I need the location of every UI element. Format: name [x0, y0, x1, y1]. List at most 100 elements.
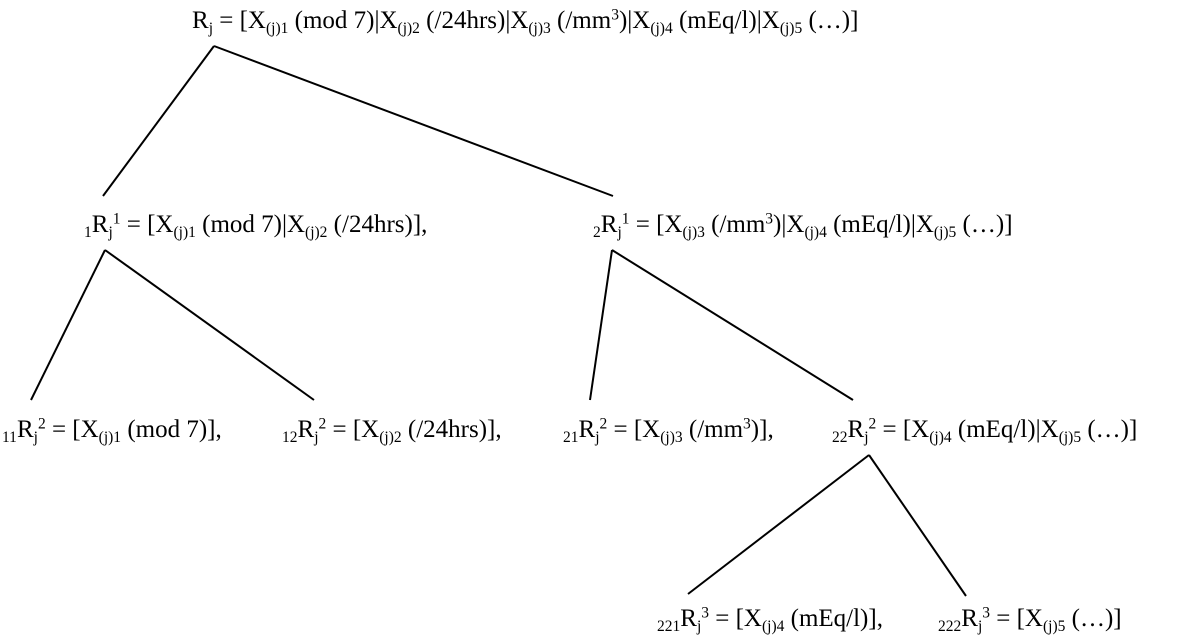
node-11: 11Rj2 = [X(j)1 (mod 7)], — [2, 415, 222, 445]
formula-superscript: 1 — [112, 210, 121, 228]
formula-subscript: (j)5 — [1042, 617, 1066, 635]
node-level1-right: 2Rj1 = [X(j)3 (/mm3)|X(j)4 (mEq/l)|X(j)5… — [593, 210, 1013, 240]
formula-text: = [X — [607, 416, 661, 443]
formula-superscript: 1 — [621, 210, 630, 228]
formula-subscript: 221 — [657, 617, 681, 635]
formula-superscript: 3 — [701, 604, 709, 622]
formula-text: )], — [750, 416, 774, 443]
formula-superscript: 2 — [37, 415, 46, 433]
formula-subscript: 11 — [2, 428, 17, 446]
formula-text: (mEq/l)|X — [826, 211, 934, 238]
formula-subscript: (j)4 — [650, 19, 673, 37]
node-12: 12Rj2 = [X(j)2 (/24hrs)], — [282, 415, 502, 445]
formula-text: )|X — [773, 211, 805, 238]
formula-subscript: j — [696, 617, 702, 635]
formula-text: = [X — [120, 211, 174, 238]
formula-superscript: 3 — [743, 415, 751, 433]
formula-text: (…)] — [956, 211, 1013, 238]
node-22: 22Rj2 = [X(j)4 (mEq/l)|X(j)5 (…)] — [832, 415, 1138, 445]
formula-subscript: (j)1 — [98, 428, 122, 446]
formula-text: = [X — [990, 605, 1043, 632]
formula-superscript: 2 — [868, 415, 877, 433]
formula-text: = [X — [629, 211, 683, 238]
formula-subscript: (j)5 — [779, 19, 803, 37]
formula-subscript: j — [208, 19, 213, 37]
formula-text: (/mm — [550, 7, 612, 34]
formula-subscript: j — [314, 428, 319, 446]
formula-superscript: 3 — [982, 604, 990, 622]
formula-text: = [X — [213, 7, 266, 34]
formula-subscript: 222 — [938, 617, 962, 635]
formula-text: R — [192, 7, 209, 34]
edge-2-to-21 — [589, 249, 613, 401]
formula-text: = [X — [45, 416, 99, 443]
formula-text: (/mm — [682, 416, 744, 443]
formula-subscript: (j)1 — [265, 19, 289, 37]
edge-22-to-221 — [687, 454, 870, 595]
formula-text: R — [297, 416, 315, 443]
node-21: 21Rj2 = [X(j)3 (/mm3)], — [563, 415, 774, 445]
formula-subscript: (j)3 — [682, 223, 705, 241]
formula-superscript: 2 — [318, 415, 327, 433]
formula-subscript: (j)2 — [379, 428, 402, 446]
formula-text: (…)] — [802, 7, 859, 34]
edge-2-to-22 — [611, 249, 854, 401]
edge-root-to-1 — [102, 45, 215, 197]
formula-text: R — [680, 605, 697, 632]
formula-text: (…)] — [1081, 416, 1138, 443]
node-level1-left: 1Rj1 = [X(j)1 (mod 7)|X(j)2 (/24hrs)], — [84, 210, 428, 240]
formula-subscript: j — [595, 428, 600, 446]
formula-text: = [X — [876, 416, 930, 443]
root-node: Rj = [X(j)1 (mod 7)|X(j)2 (/24hrs)|X(j)3… — [192, 6, 859, 36]
formula-subscript: j — [977, 617, 983, 635]
formula-text: )|X — [618, 7, 651, 34]
formula-text: = [X — [709, 605, 762, 632]
node-222: 222Rj3 = [X(j)5 (…)] — [938, 604, 1122, 634]
formula-text: (/24hrs)], — [327, 211, 428, 238]
formula-subscript: j — [617, 223, 622, 241]
formula-subscript: (j)5 — [933, 223, 957, 241]
formula-text: (/24hrs)|X — [419, 7, 529, 34]
formula-superscript: 3 — [611, 6, 619, 24]
formula-text: (mod 7)], — [121, 416, 222, 443]
formula-subscript: 2 — [593, 223, 601, 241]
formula-text: R — [16, 416, 34, 443]
formula-subscript: (j)5 — [1058, 428, 1082, 446]
formula-subscript: 22 — [832, 428, 848, 446]
node-221: 221Rj3 = [X(j)4 (mEq/l)], — [657, 604, 883, 634]
formula-subscript: (j)3 — [528, 19, 551, 37]
formula-subscript: (j)1 — [173, 223, 196, 241]
formula-text: R — [578, 416, 596, 443]
formula-subscript: (j)2 — [397, 19, 420, 37]
formula-subscript: (j)4 — [929, 428, 952, 446]
formula-text: (mod 7)|X — [288, 7, 398, 34]
edge-root-to-2 — [213, 45, 614, 197]
formula-subscript: (j)4 — [804, 223, 827, 241]
formula-subscript: j — [33, 428, 38, 446]
formula-subscript: (j)2 — [305, 223, 328, 241]
edge-22-to-222 — [868, 454, 967, 597]
formula-subscript: (j)4 — [761, 617, 785, 635]
formula-subscript: 21 — [563, 428, 579, 446]
formula-subscript: j — [864, 428, 869, 446]
formula-text: (…)] — [1065, 605, 1122, 632]
formula-text: R — [847, 416, 865, 443]
formula-text: (mEq/l)|X — [672, 7, 780, 34]
edge-1-to-12 — [104, 249, 315, 401]
formula-text: (/24hrs)], — [401, 416, 502, 443]
formula-text: R — [600, 211, 618, 238]
formula-text: R — [961, 605, 978, 632]
formula-text: (mod 7)|X — [195, 211, 306, 238]
formula-subscript: 12 — [282, 428, 298, 446]
edge-1-to-11 — [30, 249, 106, 401]
formula-text: (mEq/l)|X — [951, 416, 1059, 443]
formula-superscript: 3 — [765, 210, 774, 228]
formula-text: (/mm — [704, 211, 766, 238]
formula-superscript: 2 — [599, 415, 608, 433]
formula-text: = [X — [326, 416, 380, 443]
formula-subscript: j — [108, 223, 113, 241]
formula-text: R — [91, 211, 109, 238]
formula-text: (mEq/l)], — [784, 605, 883, 632]
formula-subscript: 1 — [84, 223, 92, 241]
